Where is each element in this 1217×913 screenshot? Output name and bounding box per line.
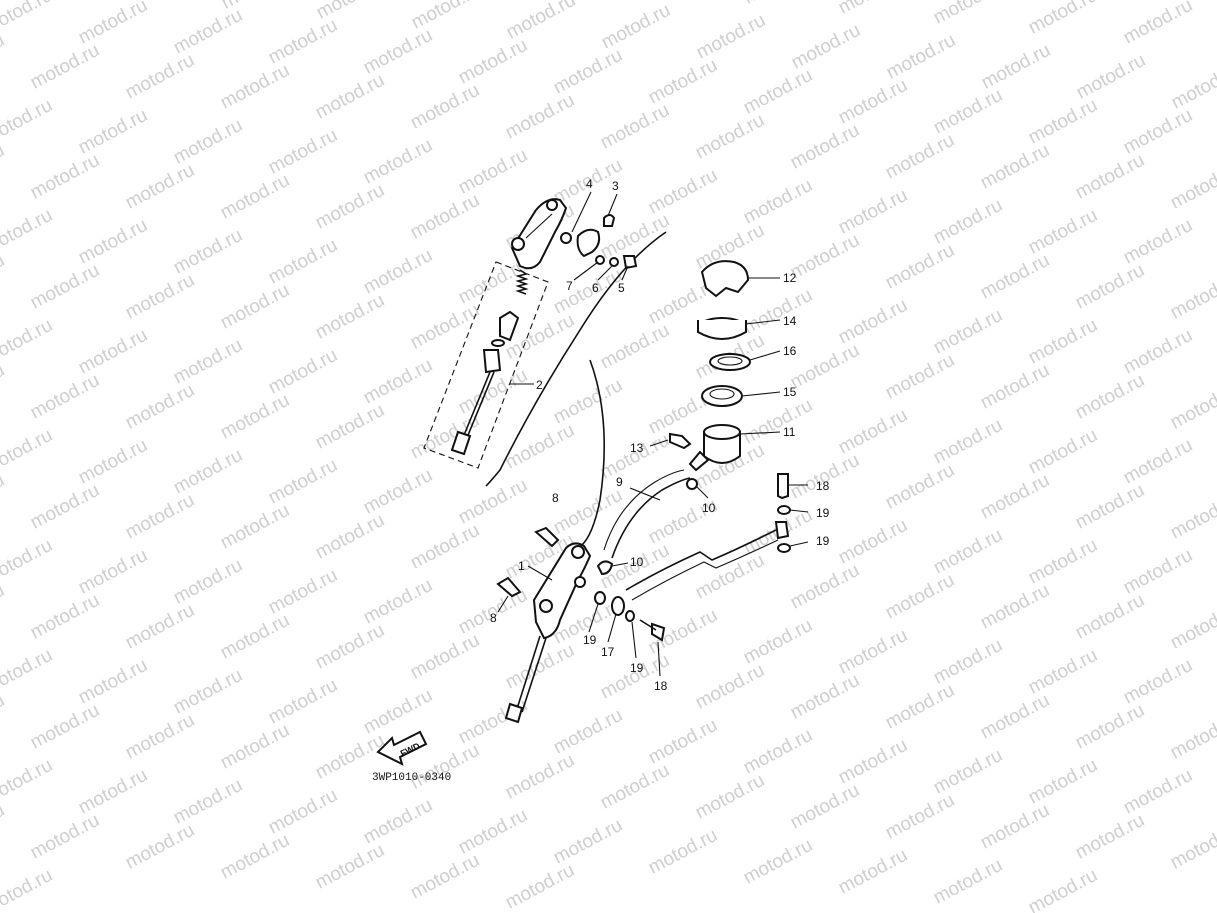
label-part-5: 5 — [618, 281, 625, 295]
reservoir-hose — [611, 477, 691, 559]
part-10-clamp-lower — [596, 560, 614, 576]
rod-end — [450, 430, 472, 456]
label-part-19-lower-left: 19 — [583, 633, 597, 647]
label-part-16: 16 — [783, 344, 797, 358]
label-part-7: 7 — [566, 279, 573, 293]
part-4-oring — [560, 232, 572, 244]
label-part-9: 9 — [616, 475, 623, 489]
part-8-bolt-lower — [496, 576, 522, 598]
repair-kit-group — [423, 261, 549, 469]
part-14-cap-side — [697, 320, 747, 340]
part-15-inner — [709, 388, 735, 400]
part-13-bolt — [669, 432, 692, 450]
upper-banjo — [774, 521, 790, 540]
label-part-19-mid: 19 — [816, 534, 830, 548]
label-part-18-lower: 18 — [654, 679, 668, 693]
part-1-master-cylinder — [504, 542, 592, 724]
fwd-arrow: FWD — [376, 730, 428, 766]
label-part-8-upper: 8 — [552, 491, 559, 505]
label-part-18-upper: 18 — [816, 479, 830, 493]
push-rod-head — [482, 349, 502, 374]
label-part-19-upper: 19 — [816, 506, 830, 520]
part-19-washer-d — [777, 543, 791, 553]
reservoir-hose-inner — [603, 469, 685, 551]
part-19-washer-c — [777, 505, 791, 515]
leader-lines — [497, 191, 809, 677]
part-11-nipple — [688, 450, 710, 472]
label-part-12: 12 — [783, 271, 797, 285]
label-part-19-lower: 19 — [630, 661, 644, 675]
reservoir-stack — [688, 260, 751, 472]
part-17-banjo — [611, 596, 625, 616]
part-18-bolt-upper — [777, 473, 789, 500]
part-5-bolt — [622, 255, 638, 270]
label-part-11: 11 — [783, 425, 796, 439]
repair-kit-dashed-box — [423, 261, 549, 469]
label-part-1: 1 — [518, 559, 525, 573]
part-19-washer-a — [594, 591, 606, 605]
label-part-13: 13 — [630, 441, 644, 455]
part-11-reservoir-top — [703, 424, 741, 440]
part-3-cap — [603, 214, 616, 227]
brake-hose-inner — [631, 539, 779, 601]
push-rod — [461, 371, 491, 441]
part-10-clamp-upper — [686, 478, 698, 490]
cup-seal — [491, 339, 505, 347]
label-part-17: 17 — [601, 645, 615, 659]
label-part-14: 14 — [783, 314, 797, 328]
label-part-10-lower: 10 — [630, 555, 644, 569]
label-part-4: 4 — [586, 177, 593, 191]
label-part-15: 15 — [783, 385, 797, 399]
upper-small-parts — [560, 214, 638, 270]
part-18-bolt-lower — [651, 622, 666, 642]
label-part-3: 3 — [612, 179, 619, 193]
brake-hose — [625, 529, 777, 591]
label-part-6: 6 — [592, 281, 599, 295]
lower-rod-end — [504, 702, 524, 724]
label-part-2: 2 — [536, 378, 543, 392]
label-part-8-lower: 8 — [490, 611, 497, 625]
part-16-plate-inner — [717, 356, 743, 366]
push-rod-2 — [465, 371, 495, 441]
part-19-washer-b — [625, 610, 635, 622]
piston — [499, 310, 520, 342]
diagram-code: 3WP1010-0340 — [372, 772, 451, 784]
part-16-plate — [709, 353, 751, 371]
lower-push-rod — [515, 635, 541, 713]
upper-cylinder-body — [510, 198, 568, 270]
part-8-bolt-upper — [534, 526, 560, 548]
part-3-fitting — [576, 228, 601, 258]
label-part-10-upper: 10 — [702, 501, 716, 515]
part-12-cap-guard — [700, 260, 750, 298]
spring — [515, 269, 529, 295]
push-rod-line — [577, 359, 606, 549]
part-6-washer — [609, 257, 619, 267]
